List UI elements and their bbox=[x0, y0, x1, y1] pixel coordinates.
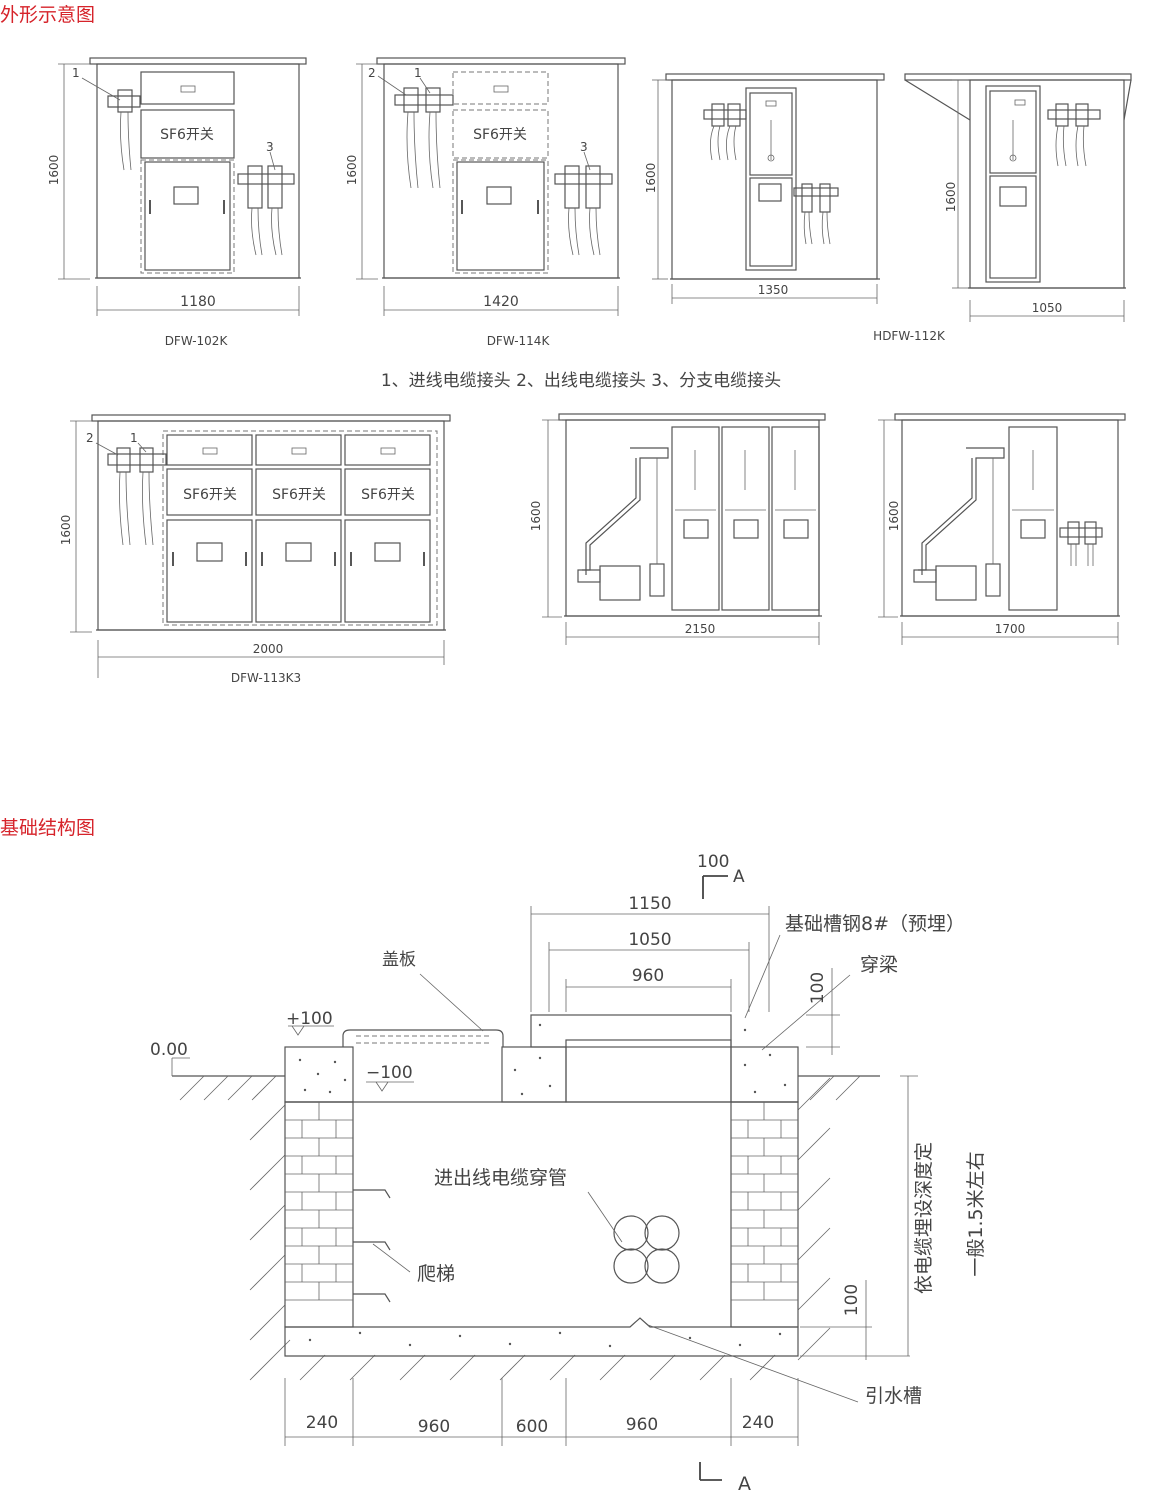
foundation-drawing: +100 0.00 −100 盖板 100 A 1150 1050 960 基础… bbox=[150, 852, 987, 1493]
dim-100-bottom-right: 100 bbox=[842, 1284, 862, 1316]
width-dim: 2150 bbox=[685, 622, 716, 636]
label-depth-2: 一般1.5米左右 bbox=[965, 1151, 987, 1276]
label-channel-steel: 基础槽钢8#（预埋） bbox=[785, 913, 965, 935]
model-label: HDFW-112K bbox=[873, 329, 946, 343]
callout-1: 1 bbox=[130, 431, 138, 445]
panel-label: SF6开关 bbox=[361, 487, 415, 503]
panel-label: SF6开关 bbox=[183, 487, 237, 503]
label-zero: 0.00 bbox=[150, 1040, 188, 1060]
callout-2: 2 bbox=[368, 66, 376, 80]
callout-1: 1 bbox=[72, 66, 80, 80]
width-dim: 2000 bbox=[253, 642, 284, 656]
label-ladder: 爬梯 bbox=[417, 1263, 455, 1285]
bottom-dim: 960 bbox=[626, 1415, 658, 1435]
height-dim: 1600 bbox=[644, 163, 658, 194]
dim-1050: 1050 bbox=[628, 930, 671, 950]
cabinet-2150: 1600 2150 bbox=[529, 413, 826, 645]
height-dim: 1600 bbox=[887, 501, 901, 532]
label-cable-conduit: 进出线电缆穿管 bbox=[434, 1167, 567, 1189]
cabinet-hdfw112k-a: 1600 1350 bbox=[644, 73, 885, 304]
bottom-dim: 960 bbox=[418, 1417, 450, 1437]
bottom-dim: 600 bbox=[516, 1417, 548, 1437]
dim-100-right: 100 bbox=[808, 972, 828, 1004]
model-label: DFW-113K3 bbox=[231, 671, 301, 685]
width-dim: 1050 bbox=[1032, 301, 1063, 315]
width-dim: 1420 bbox=[483, 294, 519, 310]
connector-legend: 1、进线电缆接头 2、出线电缆接头 3、分支电缆接头 bbox=[381, 371, 781, 391]
cabinet-hdfw112k-b: 1600 1050 HDFW-112K bbox=[873, 73, 1132, 343]
callout-3: 3 bbox=[580, 140, 588, 154]
model-label: DFW-114K bbox=[487, 334, 551, 348]
appearance-section-title: 外形示意图 bbox=[0, 4, 96, 26]
height-dim: 1600 bbox=[47, 155, 61, 186]
width-dim: 1180 bbox=[180, 294, 216, 310]
bottom-dim: 240 bbox=[306, 1413, 338, 1433]
height-dim: 1600 bbox=[59, 515, 73, 546]
label-drain: 引水槽 bbox=[865, 1385, 922, 1407]
foundation-section-title: 基础结构图 bbox=[0, 817, 96, 839]
bottom-dim: 240 bbox=[742, 1413, 774, 1433]
label-depth-1: 依电缆埋设深度定 bbox=[913, 1142, 935, 1294]
section-mark-bottom: A bbox=[738, 1473, 751, 1493]
panel-label: SF6开关 bbox=[272, 487, 326, 503]
height-dim: 1600 bbox=[944, 182, 958, 213]
section-mark-top: A bbox=[733, 867, 745, 887]
cabinet-1700: 1600 1700 bbox=[878, 413, 1126, 645]
height-dim: 1600 bbox=[345, 155, 359, 186]
dim-100-top: 100 bbox=[697, 852, 729, 872]
width-dim: 1350 bbox=[758, 283, 789, 297]
label-minus100: −100 bbox=[366, 1063, 413, 1083]
callout-2: 2 bbox=[86, 431, 94, 445]
panel-label: SF6开关 bbox=[160, 127, 214, 143]
label-beam: 穿梁 bbox=[860, 954, 898, 976]
cabinet-dfw114k: SF6开关 2 1 3 1600 1420 DFW-114K bbox=[345, 57, 626, 348]
model-label: DFW-102K bbox=[165, 334, 229, 348]
cabinet-dfw102k: SF6开关 1 3 1600 1180 DFW-102K bbox=[47, 57, 307, 348]
label-plus100: +100 bbox=[286, 1009, 333, 1029]
cabinet-dfw113k3: SF6开关 SF6开关 SF6开关 2 1 1600 2000 DFW-113K… bbox=[59, 414, 451, 685]
dim-1150: 1150 bbox=[628, 894, 671, 914]
callout-1: 1 bbox=[414, 66, 422, 80]
callout-3: 3 bbox=[266, 140, 274, 154]
dim-960-top: 960 bbox=[632, 966, 664, 986]
width-dim: 1700 bbox=[995, 622, 1026, 636]
height-dim: 1600 bbox=[529, 501, 543, 532]
panel-label: SF6开关 bbox=[473, 127, 527, 143]
label-cover-plate: 盖板 bbox=[382, 950, 416, 970]
